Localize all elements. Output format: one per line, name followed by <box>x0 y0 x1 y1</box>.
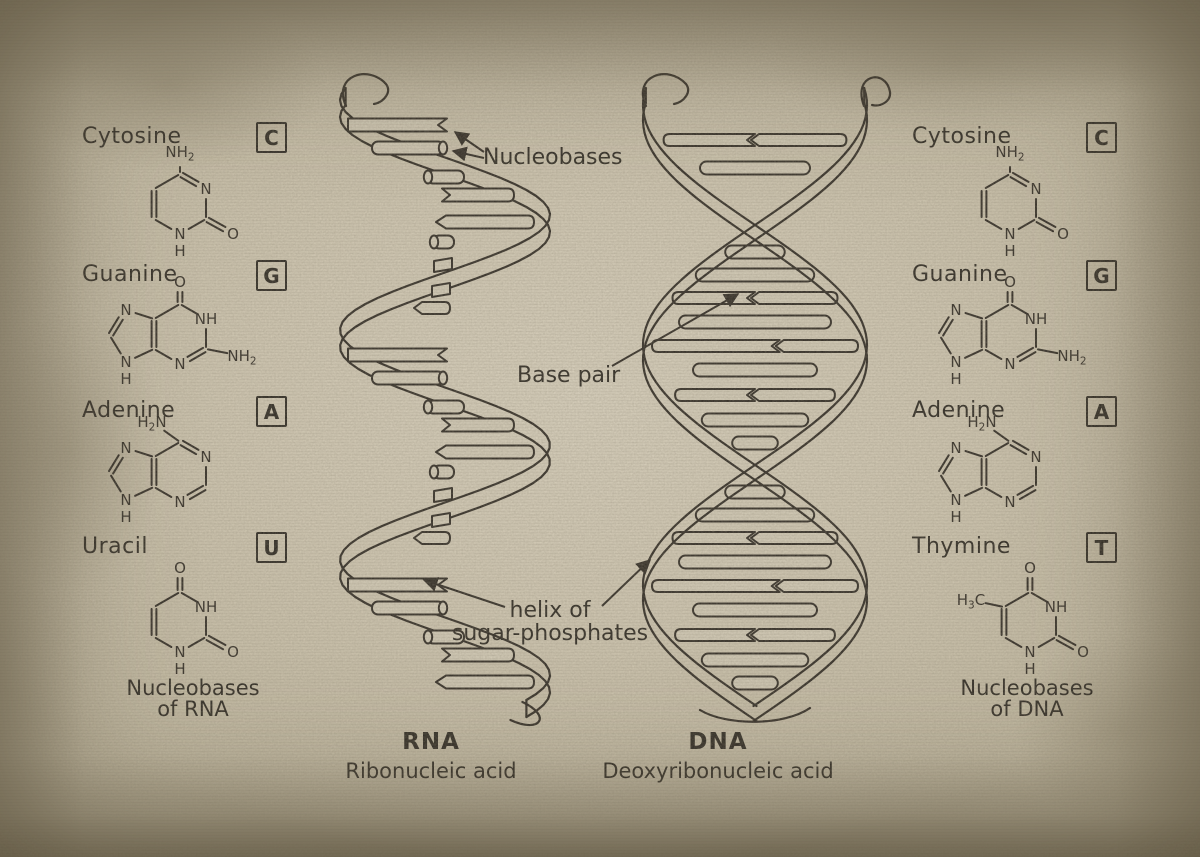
svg-text:N: N <box>950 301 961 319</box>
svg-text:N: N <box>200 180 211 198</box>
base-name-guanine-left: Guanine <box>82 262 178 287</box>
svg-text:N: N <box>1030 180 1041 198</box>
svg-text:O: O <box>227 643 239 661</box>
svg-text:N: N <box>174 643 185 661</box>
svg-text:H3C: H3C <box>957 591 985 612</box>
svg-text:NH: NH <box>195 598 218 616</box>
svg-text:N: N <box>1004 493 1015 511</box>
nucleobases-annotation: Nucleobases <box>483 145 623 170</box>
svg-text:O: O <box>227 225 239 243</box>
letter-box-g-right: G <box>1086 260 1117 291</box>
svg-text:N: N <box>1004 225 1015 243</box>
svg-text:N: N <box>174 355 185 373</box>
caption-dna-bases: Nucleobases of DNA <box>960 676 1094 721</box>
svg-text:N: N <box>120 439 131 457</box>
svg-text:N: N <box>174 225 185 243</box>
base-name-uracil-left: Uracil <box>82 534 148 559</box>
svg-text:H: H <box>120 508 131 526</box>
svg-text:N: N <box>1024 643 1035 661</box>
base-name-thymine-right: Thymine <box>912 534 1011 559</box>
base-name-cytosine-right: Cytosine <box>912 124 1012 149</box>
svg-text:N: N <box>950 491 961 509</box>
rna-abbr: RNA <box>402 729 460 755</box>
letter-box-u-left: U <box>256 532 287 563</box>
svg-text:H: H <box>174 242 185 260</box>
svg-text:H: H <box>950 370 961 388</box>
svg-text:H: H <box>950 508 961 526</box>
svg-text:N: N <box>120 353 131 371</box>
letter-box-c-right: C <box>1086 122 1117 153</box>
svg-text:N: N <box>200 448 211 466</box>
svg-text:NH: NH <box>1045 598 1068 616</box>
svg-text:O: O <box>1024 559 1036 577</box>
base-name-adenine-left: Adenine <box>82 398 176 423</box>
svg-text:O: O <box>1057 225 1069 243</box>
letter-box-a-left: A <box>256 396 287 427</box>
letter-box-g-left: G <box>256 260 287 291</box>
svg-text:N: N <box>1030 448 1041 466</box>
rna-full-name: Ribonucleic acid <box>345 759 517 783</box>
svg-text:H: H <box>120 370 131 388</box>
letter-box-a-right: A <box>1086 396 1117 427</box>
svg-text:N: N <box>120 301 131 319</box>
svg-text:O: O <box>1077 643 1089 661</box>
svg-text:NH2: NH2 <box>1057 347 1086 368</box>
helix-annotation: helix of sugar-phosphates <box>451 598 649 646</box>
base-pair-annotation: Base pair <box>517 363 621 388</box>
svg-text:N: N <box>120 491 131 509</box>
base-name-cytosine-left: Cytosine <box>82 124 182 149</box>
svg-text:N: N <box>174 493 185 511</box>
svg-text:NH: NH <box>1025 310 1048 328</box>
svg-text:N: N <box>1004 355 1015 373</box>
svg-text:NH: NH <box>195 310 218 328</box>
svg-text:NH2: NH2 <box>227 347 256 368</box>
caption-rna-bases: Nucleobases of RNA <box>126 676 260 721</box>
svg-text:N: N <box>950 439 961 457</box>
letter-box-c-left: C <box>256 122 287 153</box>
svg-text:O: O <box>174 559 186 577</box>
svg-text:H: H <box>1004 242 1015 260</box>
dna-abbr: DNA <box>688 729 748 755</box>
base-name-adenine-right: Adenine <box>912 398 1006 423</box>
dna-title-block: DNA Deoxyribonucleic acid <box>598 729 838 783</box>
dna-full-name: Deoxyribonucleic acid <box>602 759 834 783</box>
letter-box-t-right: T <box>1086 532 1117 563</box>
base-name-guanine-right: Guanine <box>912 262 1008 287</box>
rna-title-block: RNA Ribonucleic acid <box>331 729 531 783</box>
svg-text:N: N <box>950 353 961 371</box>
